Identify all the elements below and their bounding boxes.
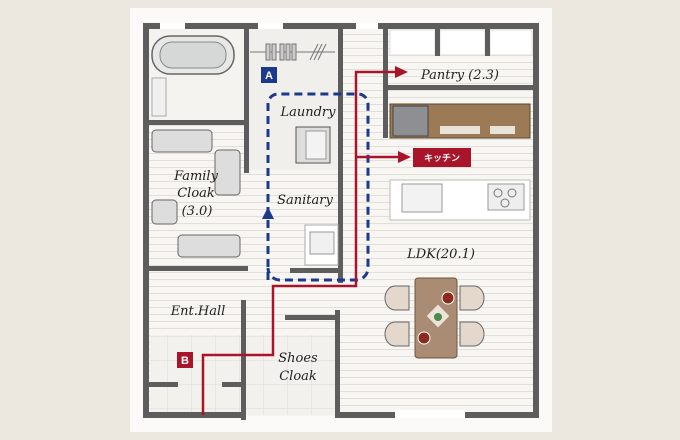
washing-machine-icon <box>295 126 331 164</box>
room-label-shoes-cloak-1: Shoes <box>278 351 318 366</box>
sanitary-route-line <box>266 92 370 282</box>
room-label-ldk: LDK(20.1) <box>406 247 475 262</box>
washbasin-icon <box>304 224 339 266</box>
arrow-right-icon <box>398 151 411 163</box>
room-label-family-cloak-2: Cloak <box>177 186 215 201</box>
pantry-shelves <box>389 28 533 56</box>
arrow-right-icon <box>395 66 408 78</box>
marker-a-label: A <box>265 70 273 82</box>
room-label-family-cloak-1: Family <box>173 169 219 184</box>
room-label-sanitary: Sanitary <box>277 193 333 208</box>
dining-table-icon <box>384 277 485 359</box>
room-label-laundry: Laundry <box>279 105 336 120</box>
walls <box>143 23 539 420</box>
kitchen-tag: キッチン <box>413 148 471 167</box>
bathtub-icon <box>151 35 235 75</box>
marker-b: B <box>177 352 193 368</box>
room-label-pantry: Pantry (2.3) <box>420 68 499 83</box>
marker-b-label: B <box>181 355 189 367</box>
room-label-family-cloak-3: (3.0) <box>182 204 213 219</box>
kitchen-label: キッチン <box>424 153 460 164</box>
entrance-route <box>201 66 411 415</box>
shoe-rack-icons <box>151 129 241 258</box>
room-label-ent-hall: Ent.Hall <box>170 304 226 319</box>
bath-counter <box>151 77 167 117</box>
up-arrow-icon <box>262 207 274 219</box>
kitchen-back-counter <box>389 103 531 139</box>
marker-a: A <box>261 67 277 83</box>
room-label-shoes-cloak-2: Cloak <box>279 369 317 384</box>
clothes-rail-icon <box>250 43 335 61</box>
kitchen-island <box>389 179 531 221</box>
